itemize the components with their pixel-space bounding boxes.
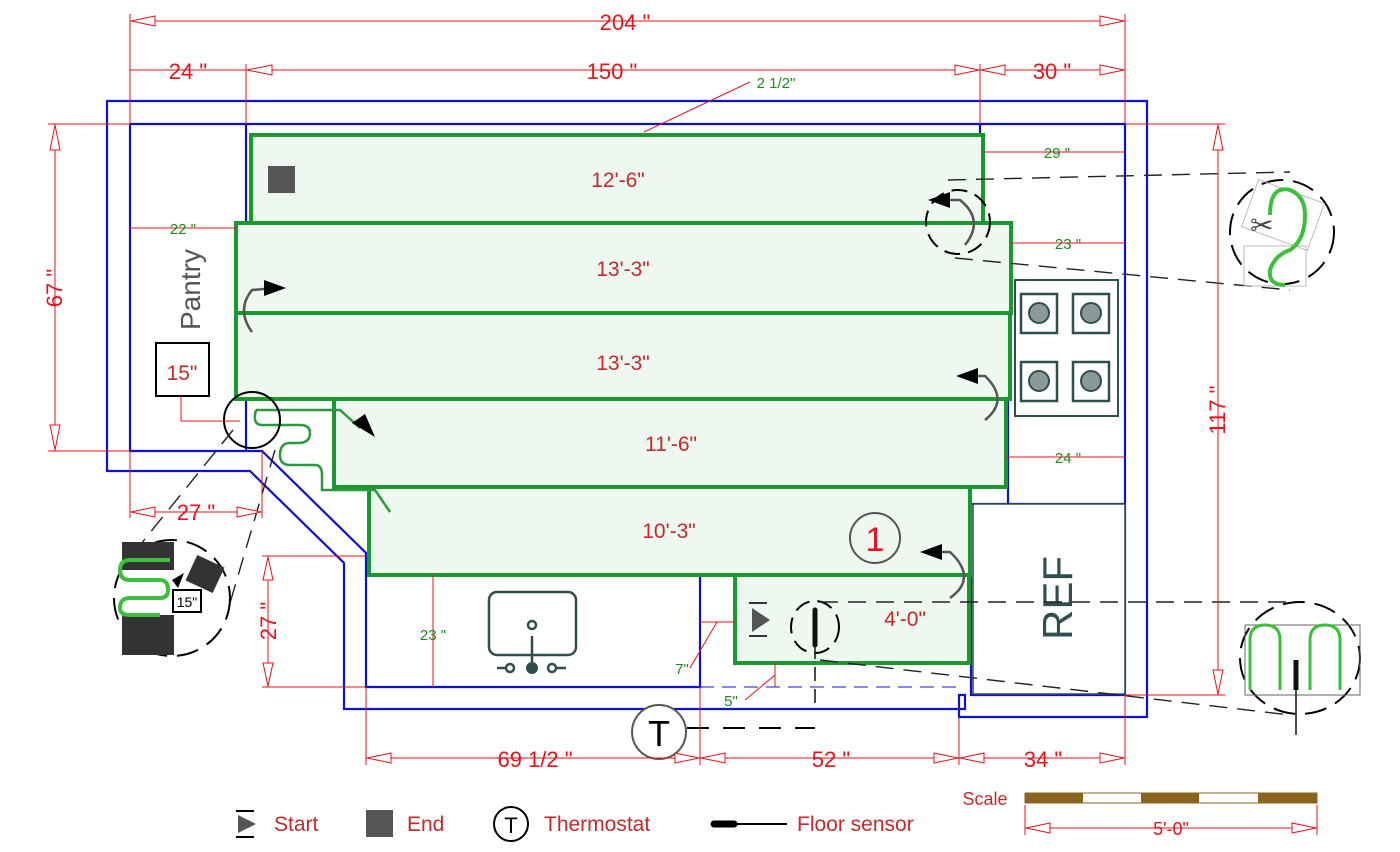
- scale-label: Scale: [962, 789, 1007, 809]
- dim-ref-width: 34 ": [1024, 747, 1062, 772]
- dim-pantry-width: 24 ": [169, 59, 207, 84]
- leader-line: [947, 171, 1291, 181]
- leader-line: [131, 429, 234, 556]
- legend: Start End T Thermostat Floor sensor: [236, 806, 914, 842]
- detail-corner-callout: 15": [113, 539, 231, 657]
- direction-arrows: [242, 198, 999, 600]
- dim-center-width: 150 ": [587, 59, 638, 84]
- sink: [487, 590, 578, 674]
- scissors-icon: ✂: [1250, 210, 1273, 241]
- clearance-gap-a: 7": [675, 661, 689, 678]
- legend-floor-sensor-label: Floor sensor: [797, 813, 914, 836]
- burner-icon: [1019, 292, 1059, 335]
- detail-cut-callout: ✂: [1229, 178, 1335, 287]
- leader-line: [819, 659, 1291, 716]
- clearance-gap-b: 5": [724, 693, 738, 710]
- legend-end-label: End: [407, 813, 444, 836]
- mat-run-label-6: 4'-0": [884, 608, 926, 631]
- legend-thermostat-symbol: T: [504, 813, 517, 838]
- dim-right-height: 117 ": [1205, 386, 1230, 435]
- pantry-label: Pantry: [175, 249, 206, 330]
- dim-angle-height: 27 ": [256, 602, 281, 640]
- zone-badge: [849, 512, 901, 564]
- scale-length: 5'-0": [1153, 819, 1189, 839]
- mat-run-3: [234, 311, 1012, 401]
- outer-wall: [105, 99, 1149, 719]
- dim-overall-width: 204 ": [600, 10, 651, 35]
- legend-thermostat-icon: [493, 806, 529, 842]
- mat-run-label-3: 13'-3": [596, 352, 650, 375]
- mat-run-label-1: 12'-6": [591, 169, 645, 192]
- mat-run-label-4: 11'-6": [645, 433, 697, 456]
- zone-number: 1: [866, 521, 885, 559]
- corner-detail-marker: [223, 391, 281, 449]
- mat-run-6: [733, 573, 971, 665]
- corner-callout-note: 15": [177, 594, 198, 610]
- mat-run-2: [234, 221, 1013, 315]
- legend-start-icon: [236, 810, 256, 838]
- clearance-sink-depth: 23 ": [420, 627, 446, 644]
- refrigerator: [972, 503, 1126, 695]
- turn-arc-mid-right: [965, 374, 999, 421]
- start-marker-icon: [749, 602, 770, 637]
- arrow-down-right-icon: [352, 414, 375, 437]
- detail-sensor-callout: [1239, 601, 1361, 735]
- end-marker-icon: [268, 166, 295, 193]
- pantry-note-box: [155, 342, 210, 397]
- burner-icon: [1071, 292, 1111, 335]
- clearance-pantry: 22 ": [170, 221, 196, 238]
- scale-bar: Scale 5'-0": [962, 789, 1318, 839]
- clearance-right-upper: 23 ": [1055, 236, 1081, 253]
- arrow-left-icon: [956, 368, 978, 384]
- dim-pantry-depth: 67 ": [42, 269, 67, 307]
- legend-start-label: Start: [274, 813, 319, 836]
- turn-arc-top-right: [940, 198, 975, 246]
- pantry-note: 15": [167, 362, 198, 385]
- dim-angle-width: 27 ": [177, 500, 215, 525]
- arrow-left-icon: [920, 544, 942, 560]
- turn-arc-bottom-right: [930, 550, 966, 600]
- mat-run-5: [367, 485, 972, 577]
- dim-sink-width: 69 1/2 ": [497, 747, 572, 772]
- thermostat-label: T: [648, 713, 670, 754]
- mat-run-label-5: 10'-3": [642, 520, 696, 543]
- clearance-right-top: 29 ": [1044, 145, 1070, 162]
- dim-mid-width: 52 ": [812, 747, 850, 772]
- dim-right-width: 30 ": [1033, 59, 1071, 84]
- legend-end-icon: [366, 810, 393, 837]
- legend-thermostat-label: Thermostat: [544, 813, 650, 836]
- mat-run-label-2: 13'-3": [596, 258, 650, 281]
- leader-line: [224, 449, 276, 621]
- turn-arc-left: [242, 286, 276, 333]
- refrigerator-label: REF: [1034, 556, 1081, 640]
- stove: [1014, 279, 1119, 417]
- leader-line: [954, 257, 1291, 291]
- arrow-right-icon: [264, 280, 286, 296]
- dimension-lines: [48, 14, 1225, 765]
- floor-sensor: [790, 600, 840, 705]
- burner-icon: [1071, 360, 1111, 403]
- cut-detail-marker: [925, 189, 991, 255]
- heating-cable-corner: [253, 408, 392, 513]
- thermostat-icon: [631, 704, 687, 760]
- arrow-left-icon: [928, 192, 950, 208]
- dim-offset-top: 2 1/2": [757, 75, 796, 92]
- pantry-note-leader: [180, 396, 240, 422]
- heating-mats: [234, 133, 1013, 665]
- clearance-stove-below: 24 ": [1055, 450, 1081, 467]
- burner-icon: [1019, 360, 1059, 403]
